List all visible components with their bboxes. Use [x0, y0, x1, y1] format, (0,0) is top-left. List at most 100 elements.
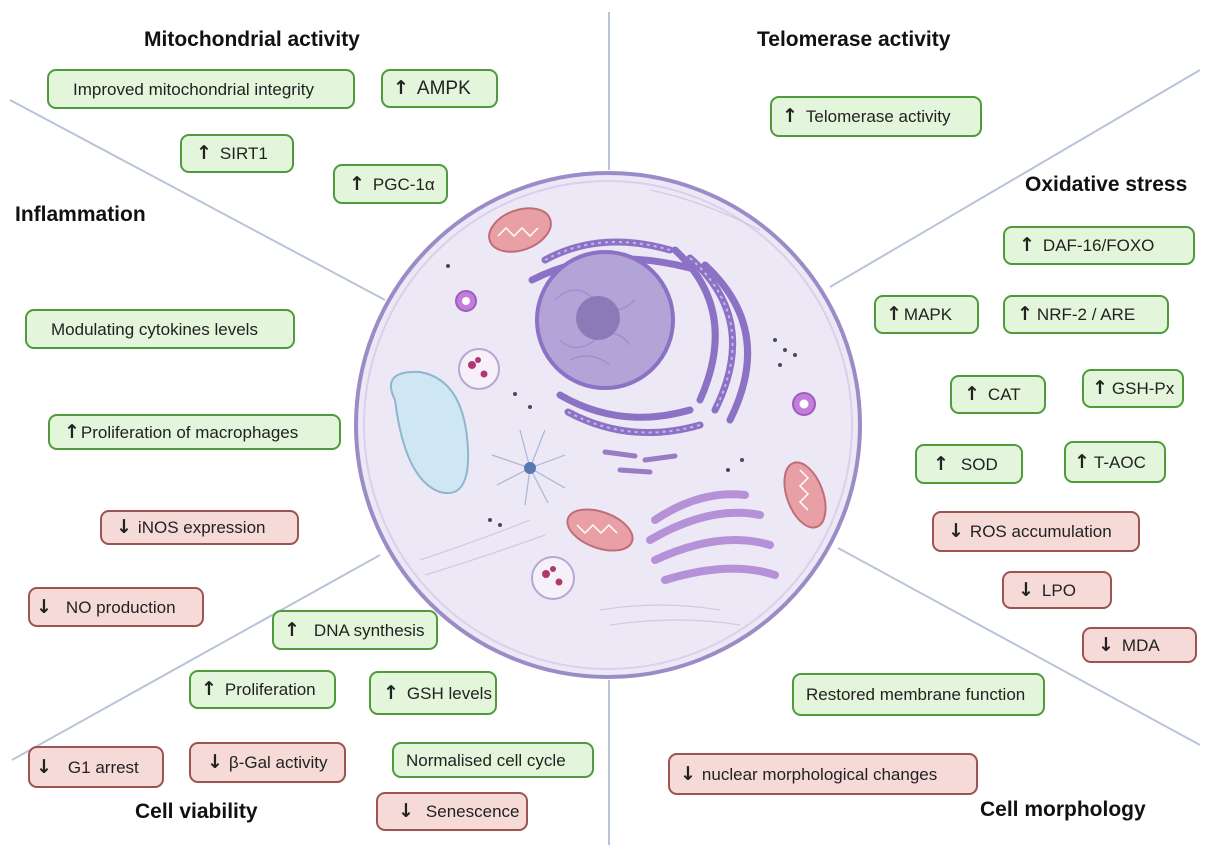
- box-label: Telomerase activity: [805, 107, 951, 126]
- box-g1-arrest: ↓ G1 arrest: [28, 746, 164, 788]
- heading-cell-viability: Cell viability: [135, 800, 258, 823]
- box-label: MDA: [1121, 635, 1160, 655]
- box-ampk: ↑ AMPK: [381, 69, 498, 108]
- down-arrow-icon: ↓: [36, 595, 52, 618]
- divider-upper-left: [9, 99, 386, 301]
- box-nrf2-are: ↑ NRF-2 / ARE: [1003, 295, 1169, 334]
- box-ros-accumulation: ↓ ROS accumulation: [932, 511, 1140, 552]
- box-proliferation-macrophages: ↑ Proliferation of macrophages: [48, 414, 341, 450]
- down-arrow-icon: ↓: [36, 755, 52, 778]
- box-pgc1a: ↑ PGC-1α: [333, 164, 448, 204]
- box-label: Proliferation of macrophages: [80, 422, 299, 442]
- up-arrow-icon: ↑: [1017, 303, 1033, 325]
- up-arrow-icon: ↑: [393, 77, 409, 99]
- golgi-apparatus: [646, 490, 779, 584]
- up-arrow-icon: ↑: [383, 681, 399, 704]
- box-label: NO production: [65, 597, 176, 617]
- heading-inflammation: Inflammation: [15, 203, 146, 226]
- divider-lower-right: [837, 547, 1201, 746]
- box-label: DNA synthesis: [313, 620, 425, 640]
- box-label: SIRT1: [219, 144, 268, 163]
- box-label: ROS accumulation: [969, 522, 1112, 541]
- up-arrow-icon: ↑: [1092, 377, 1108, 399]
- box-label: Proliferation: [224, 680, 316, 699]
- divider-lower-left: [11, 554, 381, 761]
- box-label: CAT: [987, 385, 1021, 404]
- divider-lines: [9, 12, 1201, 845]
- box-telomerase: ↑ Telomerase activity: [770, 96, 982, 137]
- box-normalised-cell-cycle: Normalised cell cycle: [392, 742, 594, 778]
- up-arrow-icon: ↑: [196, 142, 212, 164]
- box-daf16-foxo: ↑ DAF-16/FOXO: [1003, 226, 1195, 265]
- lysosomes: [455, 290, 816, 600]
- box-sirt1: ↑ SIRT1: [180, 134, 294, 173]
- vacuole: [389, 370, 470, 495]
- box-lpo: ↓ LPO: [1002, 571, 1112, 609]
- box-gsh-levels: ↑ GSH levels: [369, 671, 497, 715]
- box-no-production: ↓ NO production: [28, 587, 204, 627]
- box-label: GSH levels: [406, 683, 492, 703]
- box-gsh-px: ↑ GSH-Px: [1082, 369, 1184, 408]
- box-label: iNOS expression: [137, 518, 266, 537]
- box-sod: ↑ SOD: [915, 444, 1023, 484]
- up-arrow-icon: ↑: [1019, 234, 1035, 256]
- down-arrow-icon: ↓: [680, 762, 696, 785]
- box-label: DAF-16/FOXO: [1042, 236, 1155, 255]
- box-nuclear-morphological-changes: ↓ nuclear morphological changes: [668, 753, 978, 795]
- down-arrow-icon: ↓: [1018, 578, 1034, 601]
- heading-cell-morphology: Cell morphology: [980, 798, 1146, 821]
- down-arrow-icon: ↓: [948, 520, 964, 542]
- box-modulating-cytokines: Modulating cytokines levels: [25, 309, 295, 349]
- up-arrow-icon: ↑: [349, 172, 365, 195]
- up-arrow-icon: ↑: [964, 383, 980, 405]
- box-restored-membrane-function: Restored membrane function: [792, 673, 1045, 716]
- box-label: Senescence: [425, 802, 520, 821]
- box-label: Modulating cytokines levels: [51, 319, 258, 339]
- box-label: β-Gal activity: [228, 753, 328, 772]
- nucleolus: [576, 296, 620, 340]
- down-arrow-icon: ↓: [398, 800, 414, 822]
- heading-telomerase-activity: Telomerase activity: [757, 28, 951, 51]
- down-arrow-icon: ↓: [1098, 633, 1114, 656]
- box-label: SOD: [960, 454, 998, 474]
- box-label: Restored membrane function: [806, 685, 1026, 704]
- box-mitochondrial-integrity: Improved mitochondrial integrity: [47, 69, 355, 109]
- box-mapk: ↑ MAPK: [874, 295, 979, 334]
- box-label: NRF-2 / ARE: [1036, 305, 1136, 324]
- box-label: AMPK: [416, 78, 471, 99]
- ribosomes: [446, 264, 797, 527]
- box-cat: ↑ CAT: [950, 375, 1046, 414]
- up-arrow-icon: ↑: [201, 678, 217, 700]
- mitochondria: [488, 207, 827, 552]
- up-arrow-icon: ↑: [284, 618, 300, 641]
- up-arrow-icon: ↑: [886, 303, 902, 325]
- heading-oxidative-stress: Oxidative stress: [1025, 173, 1188, 196]
- box-label: G1 arrest: [67, 757, 139, 777]
- box-dna-synthesis: ↑ DNA synthesis: [272, 610, 438, 650]
- box-label: T-AOC: [1093, 452, 1146, 472]
- centrosome: [491, 429, 566, 506]
- box-label: LPO: [1041, 580, 1076, 600]
- box-label: nuclear morphological changes: [701, 764, 938, 784]
- box-label: Improved mitochondrial integrity: [73, 79, 314, 99]
- divider-upper-right: [829, 69, 1201, 288]
- box-senescence: ↓ Senescence: [376, 792, 528, 831]
- box-label: MAPK: [903, 305, 953, 324]
- up-arrow-icon: ↑: [1074, 450, 1090, 473]
- up-arrow-icon: ↑: [933, 452, 949, 475]
- up-arrow-icon: ↑: [782, 105, 798, 127]
- box-mda: ↓ MDA: [1082, 627, 1197, 663]
- box-t-aoc: ↑ T-AOC: [1064, 441, 1166, 483]
- down-arrow-icon: ↓: [116, 516, 132, 538]
- box-proliferation: ↑ Proliferation: [189, 670, 336, 709]
- box-label: GSH-Px: [1111, 379, 1175, 398]
- box-inos-expression: ↓ iNOS expression: [100, 510, 299, 545]
- box-label: PGC-1α: [372, 174, 435, 194]
- down-arrow-icon: ↓: [207, 751, 223, 773]
- up-arrow-icon: ↑: [64, 420, 80, 443]
- box-beta-gal-activity: ↓ β-Gal activity: [189, 742, 346, 783]
- box-label: Normalised cell cycle: [406, 750, 566, 770]
- heading-mitochondrial-activity: Mitochondrial activity: [144, 28, 360, 51]
